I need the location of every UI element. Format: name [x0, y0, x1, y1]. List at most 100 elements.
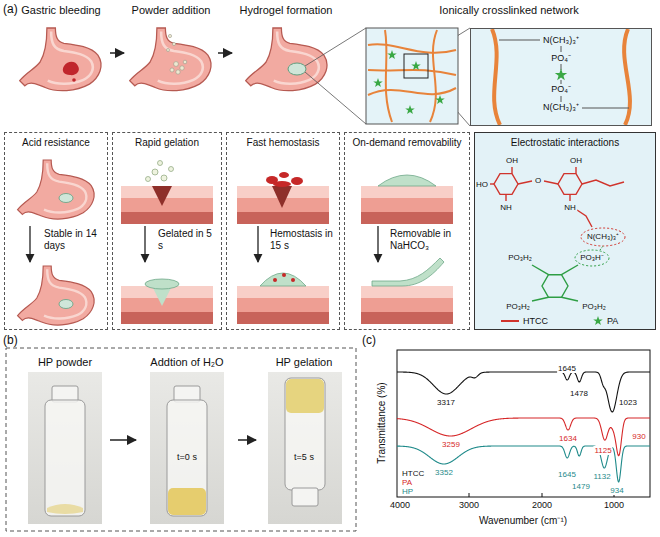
ftir-chart — [469, 493, 470, 497]
vial-photo — [167, 400, 207, 516]
interaction-structure — [581, 228, 625, 246]
network-box — [385, 30, 392, 122]
body-text: t=0 s — [177, 452, 197, 463]
legend-text: HTCC — [523, 316, 548, 326]
hemostasis-illustration — [260, 273, 306, 286]
interaction-structure — [575, 167, 576, 174]
heading-text: Hydrogel formation — [240, 4, 333, 17]
stomach-illustration — [63, 62, 79, 75]
interaction-structure — [532, 246, 609, 301]
photo-panel: HP gelation t=5 s — [258, 352, 350, 528]
hemostasis-illustration — [272, 186, 292, 208]
interaction-structure — [474, 132, 656, 330]
peak-label: 934 — [609, 486, 624, 495]
interaction-structure — [577, 210, 592, 227]
zoom-box-art — [561, 80, 562, 84]
heading-text: On-demand removability — [353, 137, 462, 149]
heading-text: Acid resistance — [22, 137, 90, 149]
zoom-box-art — [624, 29, 630, 125]
heading-text: Electrostatic interactions — [511, 137, 619, 149]
hemostasis-illustration — [273, 181, 291, 187]
photo-panel-frame — [6, 348, 356, 531]
interaction-structure — [544, 181, 558, 184]
gelation-illustration — [146, 177, 151, 182]
zoom-lines — [305, 28, 366, 66]
stomach-illustration — [246, 28, 327, 91]
spectrum-curve — [397, 446, 650, 482]
network-box — [368, 44, 456, 53]
atom-label: HO — [475, 180, 489, 189]
gelation-illustration — [169, 167, 174, 172]
stomach-illustration — [172, 42, 175, 45]
zoom-box-art — [492, 29, 630, 125]
gelation-illustration — [152, 186, 172, 206]
photo-panel-frame — [150, 372, 224, 524]
peak-label: 1125 — [593, 446, 612, 455]
feature-box: Fast hemostasisHemostasis in 15 s — [226, 132, 340, 330]
photo-panel-frame — [28, 372, 102, 524]
hemostasis-illustration — [279, 172, 289, 178]
interaction-structure — [505, 194, 506, 201]
interaction-structure — [490, 183, 494, 184]
photo-panel-frame — [268, 372, 342, 524]
body-text: Removable in NaHCO₃ — [390, 228, 466, 252]
ion-label: N(CH₃)₃⁺ — [541, 102, 581, 113]
tick-label: 1000 — [604, 500, 624, 510]
flow-arrow — [110, 439, 136, 441]
acid-illustration — [18, 160, 95, 325]
network-box — [373, 78, 383, 87]
zoom-box-art — [470, 28, 652, 126]
ion-label: PO₄⁻ — [549, 53, 573, 64]
zoom-box-art — [470, 28, 652, 126]
spectrum-curve — [397, 418, 650, 456]
peak-label: 1132 — [592, 472, 611, 481]
zoom-box: N(CH₃)₃⁺ PO₄⁻ PO₄⁻ N(CH₃)₃⁺ — [470, 28, 652, 126]
network-box — [435, 95, 445, 104]
zoom-box-art — [492, 29, 500, 125]
stomach-illustration — [174, 62, 179, 67]
interaction-structure — [582, 180, 624, 186]
network-box — [411, 61, 421, 70]
vial-photo — [45, 378, 325, 516]
stomach-illustration — [20, 28, 327, 91]
interaction-structure — [562, 265, 579, 275]
interaction-structure — [558, 174, 582, 195]
stomach-illustration — [168, 34, 171, 37]
body-text: Gelated in 5 s — [158, 228, 218, 252]
gelation-illustration — [152, 169, 158, 175]
hemostasis-illustration — [291, 278, 295, 282]
legend-item: PA — [584, 316, 618, 326]
heading-text: HP gelation — [276, 356, 333, 369]
ion-label: N(CH₃)₃⁺ — [541, 35, 581, 46]
hemostasis-illustration — [273, 273, 295, 282]
axis-title: Wavenumber (cm⁻¹) — [479, 515, 567, 527]
stomach-illustration — [72, 78, 76, 82]
heading-text: HP powder — [38, 356, 92, 369]
hemostasis-illustration — [237, 186, 329, 224]
zoom-lines — [305, 72, 366, 124]
zoom-box-art — [499, 40, 629, 108]
zoom-box-art — [555, 69, 567, 81]
peak-label: 1479 — [571, 482, 591, 491]
zoom-box-art — [499, 40, 540, 41]
acid-illustration — [59, 194, 73, 203]
network-box — [387, 50, 397, 59]
series-label: HP — [402, 487, 413, 496]
tick-label: 2000 — [532, 500, 552, 510]
peak-label: 1645 — [557, 364, 577, 373]
removal-illustration — [372, 258, 444, 286]
feature-box: Acid resistanceStable in 14 days — [4, 132, 108, 330]
ion-label: PO₄⁻ — [549, 84, 573, 95]
stomach-illustration — [167, 49, 170, 52]
interaction-structure — [474, 132, 656, 330]
zoom-box-art — [561, 46, 562, 52]
body-text: t=5 s — [294, 452, 314, 463]
acid-illustration — [18, 160, 95, 219]
ftir-chart — [397, 350, 650, 497]
stomach-stage: Hydrogel formation — [234, 2, 338, 104]
hemostasis-illustration — [257, 226, 258, 262]
series-label: PA — [402, 478, 412, 487]
vial-photo — [168, 488, 206, 515]
